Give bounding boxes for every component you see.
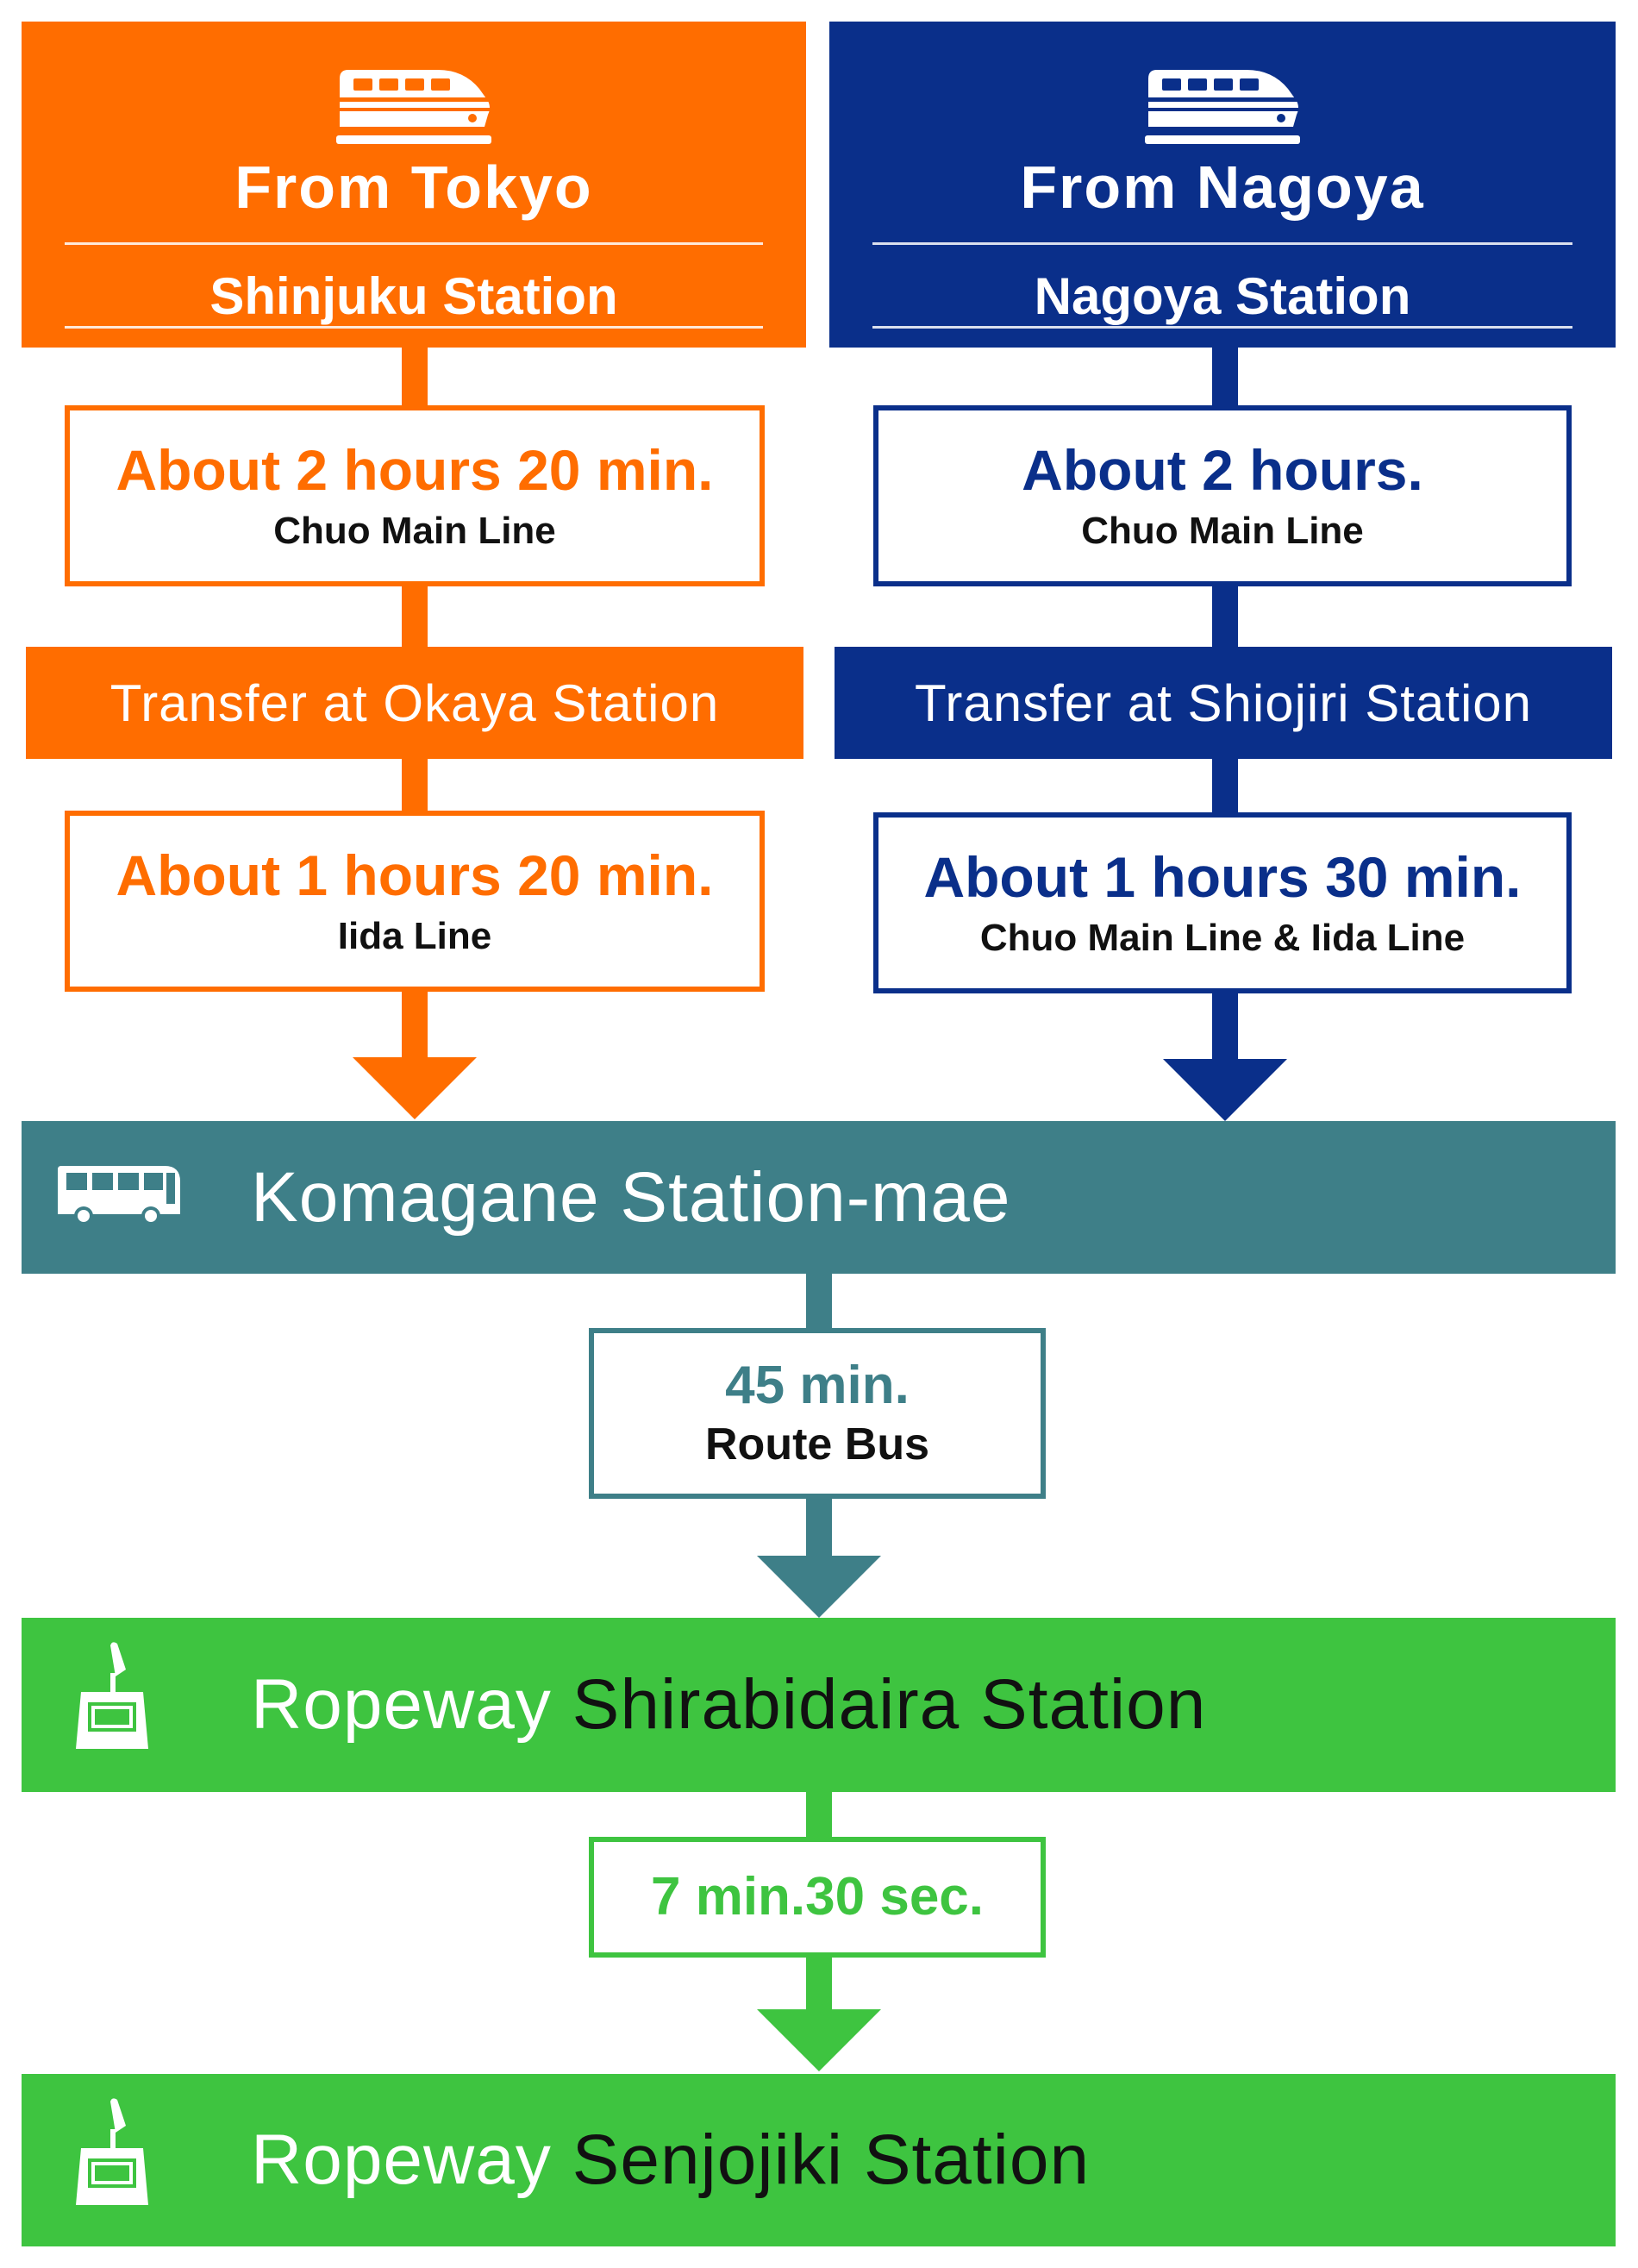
- bus-connector-1: [806, 1273, 832, 1330]
- nagoya-connector-3: [1212, 757, 1238, 814]
- tokyo-leg1-box: About 2 hours 20 min. Chuo Main Line: [65, 405, 765, 586]
- komagane-station-band: Komagane Station-mae: [22, 1121, 1616, 1274]
- bus-leg-box: 45 min. Route Bus: [589, 1328, 1046, 1499]
- tokyo-connector-3: [402, 757, 428, 814]
- tokyo-leg1-time: About 2 hours 20 min.: [116, 437, 714, 502]
- ropeway-leg-box: 7 min.30 sec.: [589, 1837, 1046, 1958]
- shirabidaira-station-band: Ropeway Shirabidaira Station: [22, 1618, 1616, 1792]
- nagoya-title: From Nagoya: [1020, 153, 1425, 221]
- tokyo-leg2-line: Iida Line: [337, 915, 492, 958]
- tokyo-header-box: From Tokyo Shinjuku Station: [22, 22, 806, 348]
- tokyo-title: From Tokyo: [234, 153, 593, 221]
- bus-leg-time: 45 min.: [725, 1355, 910, 1415]
- nagoya-header-box: From Nagoya Nagoya Station: [829, 22, 1616, 348]
- nagoya-transfer-label: Transfer at Shiojiri Station: [914, 674, 1533, 732]
- tokyo-transfer-label: Transfer at Okaya Station: [109, 674, 720, 732]
- tokyo-leg1-line: Chuo Main Line: [273, 510, 556, 553]
- tokyo-connector-4: [402, 990, 428, 1059]
- tokyo-leg2-time: About 1 hours 20 min.: [116, 843, 714, 907]
- bus-icon: [58, 1166, 180, 1225]
- tokyo-connector-1: [402, 345, 428, 407]
- nagoya-divider-top: [872, 242, 1572, 245]
- komagane-label: Komagane Station-mae: [251, 1157, 1011, 1237]
- shirabidaira-label: Ropeway Shirabidaira Station: [251, 1664, 1206, 1745]
- tokyo-connector-2: [402, 585, 428, 648]
- nagoya-connector-4: [1212, 992, 1238, 1061]
- nagoya-connector-2: [1212, 585, 1238, 648]
- tokyo-leg2-box: About 1 hours 20 min. Iida Line: [65, 811, 765, 992]
- nagoya-connector-1: [1212, 345, 1238, 407]
- shirabidaira-prefix: Ropeway: [251, 1665, 552, 1744]
- senjojiki-prefix: Ropeway: [251, 2121, 552, 2199]
- nagoya-origin-station: Nagoya Station: [1034, 267, 1411, 325]
- ropeway-arrowhead: [757, 2009, 881, 2071]
- bus-connector-2: [806, 1497, 832, 1557]
- ropeway-leg-time: 7 min.30 sec.: [650, 1866, 985, 1927]
- nagoya-leg2-box: About 1 hours 30 min. Chuo Main Line & I…: [873, 812, 1572, 993]
- nagoya-leg2-line: Chuo Main Line & Iida Line: [979, 917, 1466, 960]
- tokyo-transfer-box: Transfer at Okaya Station: [26, 647, 803, 759]
- tokyo-divider-bottom-line: [65, 326, 763, 329]
- nagoya-arrowhead: [1163, 1059, 1287, 1121]
- ropeway-connector-2: [806, 1958, 832, 2011]
- train-icon: [1145, 70, 1300, 144]
- tokyo-divider-top: [65, 242, 763, 245]
- ropeway-gondola-icon: [76, 1642, 148, 1749]
- ropeway-connector-1: [806, 1790, 832, 1840]
- senjojiki-name: Senjojiki Station: [572, 2121, 1091, 2199]
- bus-arrowhead: [757, 1556, 881, 1618]
- nagoya-leg2-time: About 1 hours 30 min.: [923, 844, 1522, 909]
- senjojiki-label: Ropeway Senjojiki Station: [251, 2120, 1090, 2201]
- ropeway-gondola-icon: [76, 2098, 148, 2205]
- tokyo-origin-station: Shinjuku Station: [209, 267, 618, 325]
- nagoya-leg1-line: Chuo Main Line: [1081, 510, 1364, 553]
- senjojiki-station-band: Ropeway Senjojiki Station: [22, 2074, 1616, 2246]
- shirabidaira-name: Shirabidaira Station: [572, 1665, 1207, 1744]
- nagoya-leg1-box: About 2 hours. Chuo Main Line: [873, 405, 1572, 586]
- nagoya-leg1-time: About 2 hours.: [1022, 437, 1423, 502]
- train-icon: [336, 70, 491, 144]
- bus-leg-mode: Route Bus: [705, 1419, 929, 1470]
- nagoya-divider-bottom-line: [872, 326, 1572, 329]
- tokyo-arrowhead: [353, 1057, 477, 1119]
- nagoya-transfer-box: Transfer at Shiojiri Station: [835, 647, 1612, 759]
